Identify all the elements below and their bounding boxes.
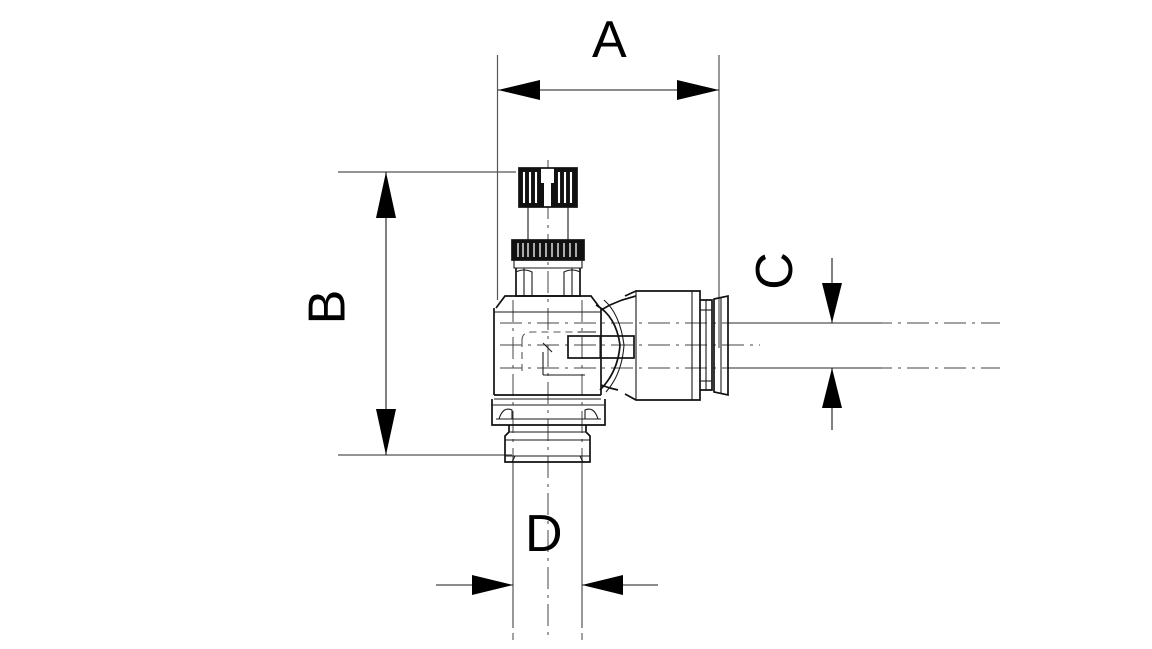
elbow-transition	[595, 295, 637, 393]
dimension-B	[338, 171, 516, 456]
adjustment-knob	[518, 167, 578, 208]
male-thread-stem	[504, 425, 591, 463]
dimension-D	[436, 455, 658, 628]
dimension-C	[728, 258, 882, 430]
valve-body	[493, 295, 602, 400]
dimension-label-B: B	[298, 289, 357, 325]
push-fit-connector	[624, 290, 729, 401]
knob-stem	[527, 207, 569, 243]
lower-flange	[491, 399, 606, 426]
outlet-stub	[567, 335, 635, 359]
hex-nut	[515, 268, 581, 297]
valve-assembly	[491, 167, 729, 463]
internal-flow-passage	[521, 331, 596, 376]
dimension-label-A: A	[592, 11, 627, 69]
dimension-label-D: D	[525, 505, 563, 563]
lock-nut	[511, 239, 585, 269]
centerlines	[500, 160, 1000, 640]
dimension-A	[496, 55, 720, 348]
dimension-label-C: C	[745, 252, 804, 290]
